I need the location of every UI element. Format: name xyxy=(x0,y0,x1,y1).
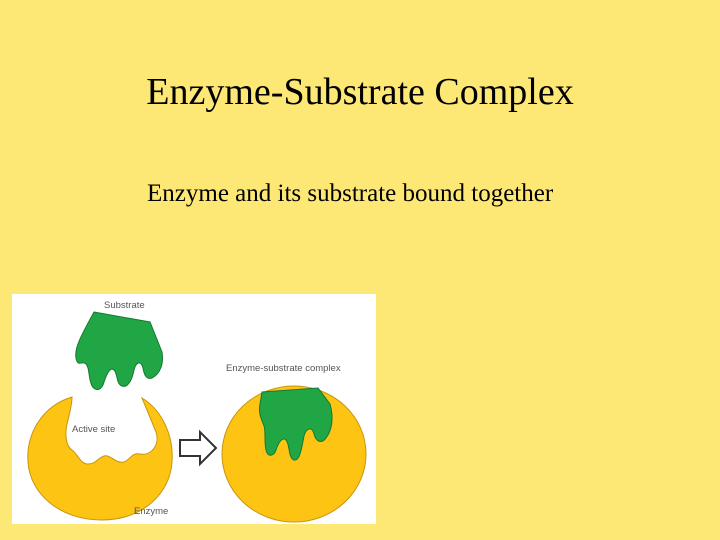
complex-substrate-shape xyxy=(259,387,333,461)
right-arrow-icon xyxy=(179,429,218,467)
slide-title-text: Enzyme-Substrate Complex xyxy=(146,71,574,113)
slide-subtitle: Enzyme and its substrate bound together xyxy=(147,180,554,207)
label-complex: Enzyme-substrate complex xyxy=(226,363,341,374)
substrate-shape xyxy=(75,311,163,390)
label-active-site: Active site xyxy=(72,424,115,435)
label-substrate: Substrate xyxy=(104,300,145,311)
enzyme-substrate-diagram: Substrate Active site Enzyme Enzyme-subs… xyxy=(12,294,376,524)
slide-title: Enzyme-Substrate Complex xyxy=(0,70,720,114)
label-enzyme: Enzyme xyxy=(134,506,168,517)
enzyme-shape xyxy=(27,396,173,521)
